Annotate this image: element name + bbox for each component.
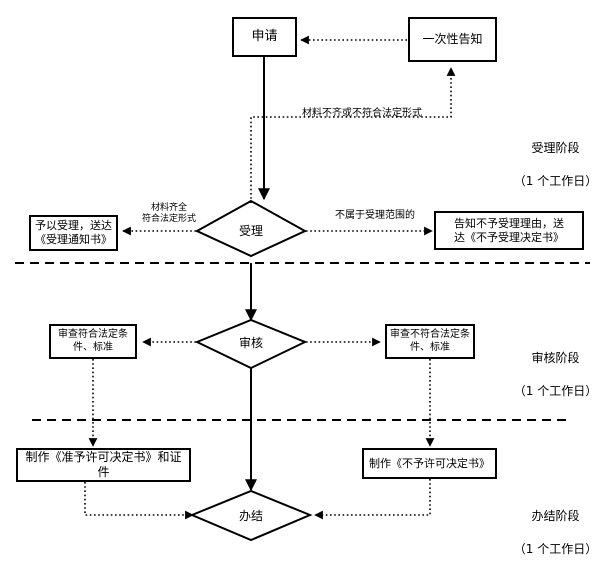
edge-label-out-of-scope-text: 不属于受理范围的 <box>335 210 415 222</box>
node-accept-no-label: 告知不予受理理由，送 达《不予受理决定书》 <box>454 216 564 244</box>
stage-label-acceptance-name: 受理阶段 <box>531 141 580 156</box>
edge-permit-deny-to-finish <box>314 479 431 520</box>
stage-label-review: 审核阶段 （1 个工作日） <box>508 334 603 415</box>
edge-label-materials-complete: 材料齐全 符合法定形式 <box>130 192 208 225</box>
node-review-decision-label: 审核 <box>238 336 263 350</box>
node-finish-label: 办结 <box>238 509 263 523</box>
stage-label-completion-duration: （1 个工作日） <box>513 541 598 556</box>
node-accept-yes[interactable]: 予以受理，送达 《受理通知书》 <box>29 215 118 251</box>
node-permit-deny[interactable]: 制作《不予许可决定书》 <box>362 448 497 479</box>
stage-label-acceptance-duration: （1 个工作日） <box>513 173 598 188</box>
node-permit-grant[interactable]: 制作《准予许可决定书》和证件 <box>16 448 191 482</box>
node-accept-yes-label: 予以受理，送达 《受理通知书》 <box>35 219 112 246</box>
node-accept-decision[interactable]: 受理 <box>197 222 305 239</box>
edge-label-incomplete-materials: 材料不齐或不符合法定形式 <box>272 96 452 120</box>
node-review-pass-label: 审查符合法定条 件、标准 <box>58 329 128 353</box>
node-review-pass[interactable]: 审查符合法定条 件、标准 <box>49 324 137 359</box>
edge-label-materials-complete-text: 材料齐全 符合法定形式 <box>141 202 196 224</box>
node-apply[interactable]: 申请 <box>232 17 297 57</box>
stage-label-completion: 办结阶段 （1 个工作日） <box>508 492 603 564</box>
shape-review-diamond <box>194 318 308 370</box>
node-review-fail[interactable]: 审查不符合法定条 件、标准 <box>385 324 475 359</box>
node-finish[interactable]: 办结 <box>192 507 310 524</box>
stage-label-review-name: 审核阶段 <box>531 351 580 366</box>
node-one-time-notice[interactable]: 一次性告知 <box>408 17 497 62</box>
shape-accept-diamond <box>194 199 308 258</box>
edge-permit-grant-to-finish <box>84 482 194 520</box>
node-review-fail-label: 审查不符合法定条 件、标准 <box>390 329 470 353</box>
shape-finish-diamond <box>189 489 313 542</box>
node-review-decision[interactable]: 审核 <box>197 334 305 351</box>
edge-label-out-of-scope: 不属于受理范围的 <box>320 198 430 222</box>
node-apply-label: 申请 <box>251 28 278 44</box>
stage-label-completion-name: 办结阶段 <box>531 509 580 524</box>
node-accept-decision-label: 受理 <box>238 224 263 238</box>
node-permit-grant-label: 制作《准予许可决定书》和证件 <box>25 450 182 479</box>
stage-label-review-duration: （1 个工作日） <box>513 383 598 398</box>
edge-accept-to-notice <box>250 67 456 203</box>
stage-label-acceptance: 受理阶段 （1 个工作日） <box>508 124 603 205</box>
node-permit-deny-label: 制作《不予许可决定书》 <box>369 456 490 470</box>
node-accept-no[interactable]: 告知不予受理理由，送 达《不予受理决定书》 <box>434 211 584 250</box>
edge-label-incomplete-materials-text: 材料不齐或不符合法定形式 <box>302 108 422 120</box>
node-one-time-notice-label: 一次性告知 <box>422 32 483 46</box>
